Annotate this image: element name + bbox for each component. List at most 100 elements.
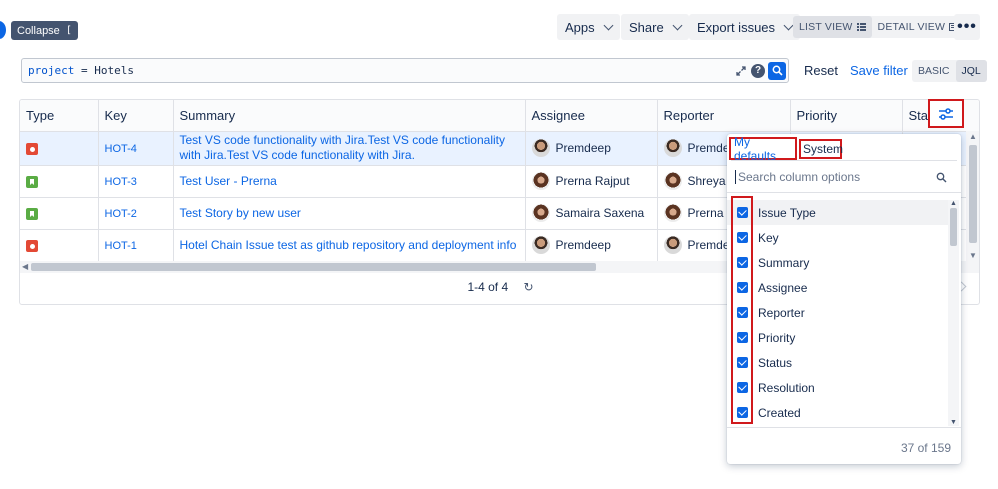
list-item[interactable]: Assignee [727, 275, 949, 300]
table-row[interactable]: HOT-3 Test User - Prerna Prerna Rajput S… [20, 165, 979, 198]
column-config-button[interactable] [928, 99, 964, 128]
list-item[interactable]: Created [727, 400, 949, 422]
list-scrollbar[interactable]: ▲ ▼ [948, 200, 959, 426]
list-view-button[interactable]: LIST VIEW [793, 16, 872, 38]
story-icon [26, 176, 38, 188]
issue-summary-link[interactable]: Hotel Chain Issue test as github reposit… [179, 237, 517, 252]
checkbox[interactable] [737, 307, 748, 318]
chevron-down-icon [783, 20, 794, 30]
scrollbar-thumb[interactable] [950, 208, 957, 246]
bug-icon [26, 240, 38, 253]
checkbox[interactable] [737, 257, 748, 268]
list-item[interactable]: Priority [727, 325, 949, 350]
list-item[interactable]: Status [727, 350, 949, 375]
checkbox[interactable] [737, 382, 748, 393]
share-button[interactable]: Share [621, 14, 689, 40]
issue-key-link[interactable]: HOT-1 [104, 240, 137, 252]
avatar [531, 204, 550, 222]
issue-summary-link[interactable]: Test User - Prerna [179, 173, 277, 188]
basic-mode-button[interactable]: BASIC [918, 65, 950, 77]
tab-system[interactable]: System [799, 139, 843, 159]
jql-value: Hotels [94, 64, 134, 77]
search-button[interactable] [768, 61, 786, 80]
column-option-label: Resolution [758, 380, 815, 395]
jql-query[interactable]: project = Hotels [22, 64, 735, 77]
assignee-name: Samaira Saxena [555, 206, 645, 220]
search-icon [772, 65, 783, 76]
reset-button[interactable]: Reset [804, 63, 838, 78]
jql-mode-button[interactable]: JQL [955, 60, 987, 82]
scroll-down-icon[interactable]: ▼ [950, 419, 957, 426]
more-icon: ••• [957, 18, 977, 35]
help-icon[interactable]: ? [751, 63, 765, 78]
column-option-label: Reporter [758, 305, 805, 320]
scroll-down-icon[interactable]: ▼ [969, 251, 977, 260]
issue-summary-link[interactable]: Test VS code functionality with Jira.Tes… [179, 133, 506, 162]
collapse-button[interactable]: Collapse [ [11, 21, 78, 40]
list-item[interactable]: Issue Type [727, 200, 949, 225]
expand-icon[interactable] [735, 65, 747, 77]
apps-label: Apps [565, 19, 595, 35]
assignee-cell[interactable]: Premdeep [531, 139, 657, 157]
detail-view-label: DETAIL VIEW [877, 21, 946, 33]
search-mode-toggle: BASIC JQL [912, 60, 987, 82]
save-filter-button[interactable]: Save filter [850, 63, 908, 78]
chevron-down-icon [672, 20, 683, 30]
scrollbar-thumb[interactable] [31, 263, 596, 271]
assignee-name: Prerna Rajput [555, 174, 630, 188]
issue-key-link[interactable]: HOT-2 [104, 208, 137, 220]
column-search-input[interactable] [735, 170, 930, 184]
scroll-up-icon[interactable]: ▲ [969, 132, 977, 141]
assignee-cell[interactable]: Premdeep [531, 236, 657, 254]
jql-operator: = [80, 64, 88, 77]
column-header-assignee[interactable]: Assignee [525, 100, 658, 132]
checkbox[interactable] [737, 232, 748, 243]
pagination: 1-4 of 4 ↻ [20, 280, 979, 294]
list-view-label: LIST VIEW [799, 21, 853, 33]
divider [727, 192, 961, 193]
avatar [663, 236, 682, 254]
avatar [663, 204, 682, 222]
assignee-cell[interactable]: Prerna Rajput [531, 172, 657, 190]
export-issues-button[interactable]: Export issues [689, 14, 801, 40]
list-item[interactable]: Reporter [727, 300, 949, 325]
column-header-key[interactable]: Key [98, 100, 174, 132]
tab-my-defaults[interactable]: My defaults [729, 135, 797, 163]
issue-key-link[interactable]: HOT-4 [104, 143, 137, 155]
refresh-icon[interactable]: ↻ [523, 280, 534, 294]
sidebar-toggle-dot[interactable] [0, 21, 6, 39]
checkbox[interactable] [737, 282, 748, 293]
apps-button[interactable]: Apps [557, 14, 620, 40]
checkbox[interactable] [737, 207, 748, 218]
more-actions-button[interactable]: ••• [954, 14, 980, 40]
scrollbar-thumb[interactable] [969, 145, 977, 243]
table-vertical-scrollbar[interactable]: ▲ ▼ [966, 131, 979, 261]
jql-search-box[interactable]: project = Hotels ? [21, 58, 789, 83]
assignee-name: Premdeep [555, 141, 611, 155]
column-header-priority[interactable]: Priority [790, 100, 903, 132]
column-header-type[interactable]: Type [20, 100, 99, 132]
issue-summary-link[interactable]: Test Story by new user [179, 205, 301, 220]
bug-icon [26, 143, 38, 156]
column-header-reporter[interactable]: Reporter [657, 100, 791, 132]
list-item[interactable]: Summary [727, 250, 949, 275]
list-item[interactable]: Key [727, 225, 949, 250]
checkbox[interactable] [737, 332, 748, 343]
checkbox[interactable] [737, 407, 748, 418]
column-options-panel: My defaults System Issue Type Key Summar… [727, 134, 961, 464]
scroll-up-icon[interactable]: ▲ [950, 200, 957, 207]
export-label: Export issues [697, 19, 776, 35]
list-item[interactable]: Resolution [727, 375, 949, 400]
issue-key-link[interactable]: HOT-3 [104, 176, 137, 188]
detail-view-button[interactable]: DETAIL VIEW [872, 16, 967, 38]
column-option-label: Created [758, 405, 801, 420]
column-header-summary[interactable]: Summary [173, 100, 526, 132]
story-icon [26, 208, 38, 220]
column-options-list: Issue Type Key Summary Assignee Reporter… [727, 200, 949, 422]
checkbox[interactable] [737, 357, 748, 368]
share-label: Share [629, 19, 664, 35]
scroll-left-icon[interactable]: ◀ [22, 262, 29, 271]
column-option-label: Summary [758, 255, 810, 270]
assignee-cell[interactable]: Samaira Saxena [531, 204, 657, 222]
checkbox-highlight [731, 196, 753, 424]
